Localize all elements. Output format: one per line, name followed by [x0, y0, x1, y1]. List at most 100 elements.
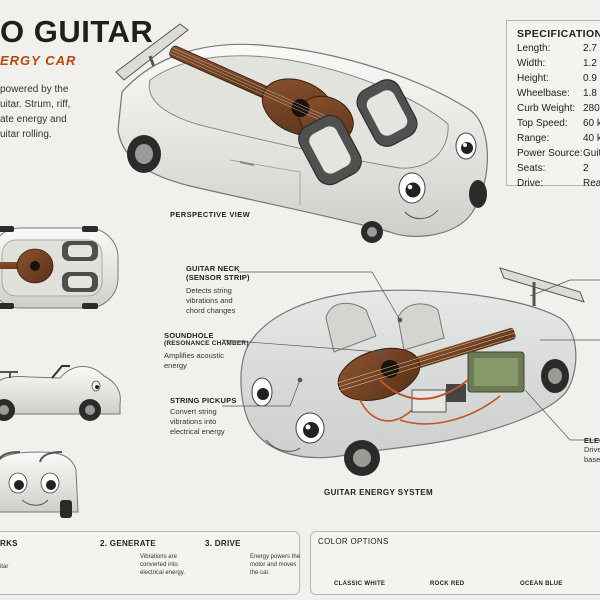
callout-desc-line: chord changes: [186, 306, 236, 315]
spec-label: Power Source:: [517, 148, 583, 159]
step-drive-desc: Energy powers the motor and moves the ca…: [250, 553, 300, 577]
guitar: [169, 45, 354, 144]
step-desc-line: motor and moves: [250, 562, 297, 568]
callout-desc: Amplifies acoustic energy: [164, 351, 234, 371]
seat-right: [298, 114, 362, 186]
top-view-car: [0, 226, 119, 309]
spec-label: Height:: [517, 73, 549, 84]
callout-desc-line: Amplifies acoustic: [164, 351, 225, 360]
wheel: [79, 399, 101, 421]
step-generate-title: 2. GENERATE: [100, 539, 157, 548]
spec-value: 1.2 m: [583, 58, 600, 69]
callout-desc-line: Detects string: [186, 286, 232, 295]
callout-desc-line: electrical energy: [170, 427, 225, 436]
spec-row: Power Source:Guit: [517, 148, 600, 159]
callout-desc: Convert string vibrations into electrica…: [170, 407, 232, 437]
step-works-desc: itar: [0, 564, 9, 570]
callout-desc-line: Drive: [584, 445, 600, 454]
wheel: [0, 399, 15, 421]
callout-title: (SENSOR STRIP): [186, 273, 250, 282]
wheel-front: [361, 221, 383, 243]
spec-row: Width: 1.2 m: [517, 58, 600, 69]
spec-label: Range:: [517, 133, 550, 144]
color-options-panel: [310, 531, 600, 595]
callout-guitar-neck: GUITAR NECK (SENSOR STRIP) Detects strin…: [186, 264, 250, 316]
spec-row: Curb Weight:280: [517, 103, 600, 114]
spec-row: Height: 0.9 m: [517, 73, 600, 84]
rear-spoiler: [115, 23, 189, 81]
step-desc-line: converted into: [140, 562, 178, 568]
step-desc-line: the car.: [250, 570, 270, 576]
callout-desc-line: base: [584, 455, 600, 464]
page-title: O GUITAR: [0, 14, 154, 49]
step-works-title: RKS: [0, 539, 18, 548]
spec-value: 1.8 m: [583, 88, 600, 99]
spec-value: Rear: [583, 178, 600, 189]
callout-desc-line: energy: [164, 361, 187, 370]
wheel-front-right: [469, 180, 487, 208]
callout-desc-line: Convert string: [170, 407, 217, 416]
motor: [446, 384, 466, 402]
callout-desc-line: vibrations and: [186, 296, 233, 305]
spec-row: Wheelbase: 1.8 m: [517, 88, 600, 99]
side-view-car: [0, 365, 121, 421]
callout-soundhole: SOUNDHOLE (RESONANCE CHAMBER) Amplifies …: [164, 331, 249, 371]
callout-desc-line: vibrations into: [170, 417, 217, 426]
callout-title: ELEC: [584, 436, 600, 445]
spec-value: 0.9 m: [583, 73, 600, 84]
callout-lines: [221, 271, 600, 441]
step-generate-desc: Vibrations are converted into electrical…: [140, 553, 185, 577]
callout-title: (RESONANCE CHAMBER): [164, 340, 249, 347]
intro-line: ate energy and: [0, 114, 67, 125]
rear-spoiler: [499, 267, 585, 303]
seat-left: [356, 79, 418, 147]
spec-value: 2.7 m: [583, 43, 600, 54]
spec-label: Width:: [517, 58, 546, 69]
spec-row: Range:40 k: [517, 133, 600, 144]
perspective-view-label: PERSPECTIVE VIEW: [170, 210, 251, 219]
wheel: [344, 440, 380, 476]
specs-title: SPECIFICATIONS: [517, 28, 600, 40]
spec-value: 2: [583, 163, 589, 174]
step-desc-line: electrical energy.: [140, 570, 185, 576]
intro-text: powered by the uitar. Strum, riff, ate e…: [0, 82, 90, 142]
callout-string-pickups: STRING PICKUPS Convert string vibrations…: [170, 396, 237, 437]
color-options-title: COLOR OPTIONS: [318, 537, 389, 546]
spec-label: Top Speed:: [517, 118, 568, 129]
wheel: [541, 359, 569, 393]
spec-label: Wheelbase:: [517, 88, 570, 99]
converter: [411, 389, 447, 413]
color-option-label: OCEAN BLUE: [520, 581, 563, 587]
energy-system-car: [240, 267, 585, 476]
front-view-car: [0, 451, 79, 518]
callout-desc: Drive base: [584, 445, 600, 465]
spec-label: Drive:: [517, 178, 544, 189]
step-drive-title: 3. DRIVE: [205, 539, 241, 548]
spec-row: Seats:2: [517, 163, 589, 174]
spec-row: Top Speed: 60 k: [517, 118, 600, 129]
car-eyes: [398, 132, 477, 204]
spec-label: Curb Weight:: [517, 103, 576, 114]
callout-desc: Detects string vibrations and chord chan…: [186, 286, 246, 316]
step-desc-line: Energy powers the: [250, 554, 301, 560]
intro-line: uitar. Strum, riff,: [0, 99, 71, 110]
spec-value: Guit: [583, 148, 600, 159]
intro-line: uitar rolling.: [0, 129, 52, 140]
energy-system-label: GUITAR ENERGY SYSTEM: [324, 488, 434, 497]
spec-label: Length:: [517, 43, 551, 54]
car-smile: [404, 209, 439, 219]
how-it-works-panel: [0, 531, 300, 595]
page-subtitle: ERGY CAR: [0, 53, 77, 68]
callout-title: SOUNDHOLE: [164, 331, 214, 340]
perspective-car: [115, 23, 488, 243]
callout-title: STRING PICKUPS: [170, 396, 237, 405]
intro-line: powered by the: [0, 84, 69, 95]
spec-row: Length: 2.7 m: [517, 43, 600, 54]
spec-value: 60 k: [583, 118, 600, 129]
step-desc-line: Vibrations are: [140, 554, 177, 560]
color-option-label: CLASSIC WHITE: [334, 581, 386, 587]
callout-electric: ELEC Drive base: [584, 436, 600, 465]
specifications-panel: SPECIFICATIONS Length:2.7 m Width:1.2 m …: [506, 20, 600, 189]
spec-row: Drive: Rear: [517, 178, 600, 189]
